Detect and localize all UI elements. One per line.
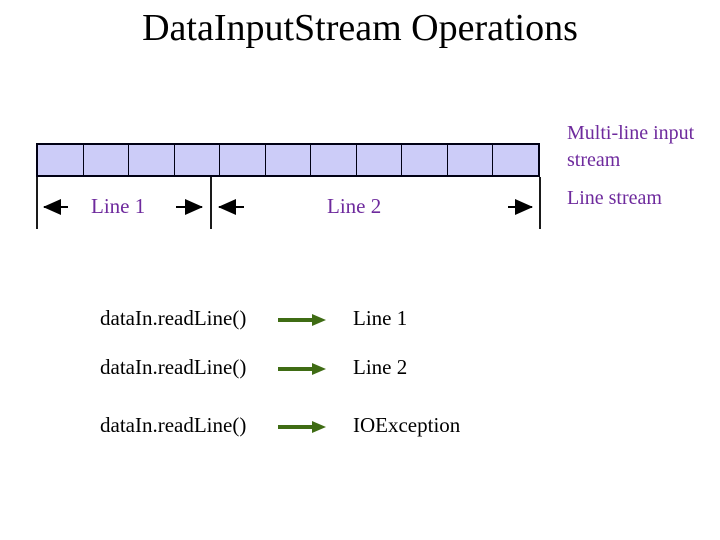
stream-cell	[83, 145, 130, 175]
input-stream-bar	[36, 143, 540, 177]
readline-call-row: dataIn.readLine() IOException	[0, 413, 720, 443]
stream-cell	[38, 145, 84, 175]
stream-cell	[220, 145, 266, 175]
stream-cell	[311, 145, 357, 175]
segment-label-line1: Line 1	[91, 194, 146, 218]
slide-title: DataInputStream Operations	[142, 7, 578, 49]
readline-call-row: dataIn.readLine() Line 1	[0, 306, 720, 336]
stream-cell	[493, 145, 539, 175]
caption-multiline-input-stream: Multi-line input stream	[567, 122, 695, 171]
segment-tick-left	[36, 177, 38, 229]
readline-call-row: dataIn.readLine() Line 2	[0, 355, 720, 385]
stream-cell	[265, 145, 312, 175]
result-arrow-icon	[278, 421, 326, 433]
segment-tick-middle	[210, 177, 212, 229]
stream-cell	[447, 145, 494, 175]
caption-line-stream: Line stream	[567, 187, 662, 209]
segment-label-line2: Line 2	[327, 194, 382, 218]
stream-cell	[174, 145, 221, 175]
result-arrow-icon	[278, 363, 326, 375]
call-code: dataIn.readLine()	[100, 355, 247, 379]
stream-cell	[356, 145, 403, 175]
stream-cell	[129, 145, 175, 175]
call-code: dataIn.readLine()	[100, 306, 247, 330]
stream-cell	[402, 145, 448, 175]
dimension-arrows-icon	[43, 199, 533, 215]
call-result: IOException	[353, 413, 461, 437]
call-result: Line 2	[353, 355, 408, 379]
segment-tick-right	[539, 177, 541, 229]
call-result: Line 1	[353, 306, 408, 330]
call-code: dataIn.readLine()	[100, 413, 247, 437]
result-arrow-icon	[278, 314, 326, 326]
